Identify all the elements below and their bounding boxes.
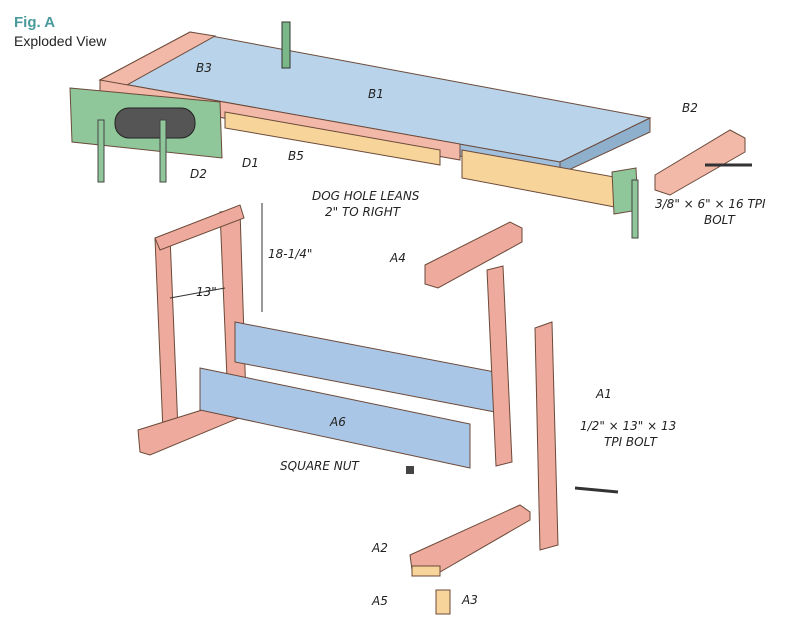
leg-a1: [534, 321, 559, 551]
vise-screw-plate: [114, 107, 196, 139]
left-top-rail: [154, 204, 245, 251]
leg-back-right: [486, 265, 513, 467]
label-a6: A6: [329, 415, 346, 429]
label-small-bolt-2: BOLT: [704, 213, 737, 227]
square-nut: [406, 466, 414, 474]
label-dog-hole-2: 2" TO RIGHT: [325, 205, 402, 219]
label-a3: A3: [461, 593, 478, 607]
large-bolt: [574, 486, 619, 494]
label-height-dim: 18-1/4": [268, 247, 312, 261]
top-rail-a4: [424, 221, 523, 289]
left-leg-front: [154, 235, 179, 433]
label-a5: A5: [371, 594, 388, 608]
label-a4: A4: [389, 251, 406, 265]
label-dog-hole-1: DOG HOLE LEANS: [312, 189, 420, 203]
stretcher-a6: [199, 367, 471, 469]
figure-label: Fig. A: [14, 14, 56, 31]
bench-dog: [281, 21, 291, 69]
pad-a3: [435, 589, 451, 615]
label-a1: A1: [595, 387, 612, 401]
end-cap-b2: [654, 129, 746, 196]
foot-a2: [409, 504, 531, 573]
label-d2: D2: [190, 167, 207, 181]
vise-rod-left: [97, 119, 105, 183]
label-small-bolt-1: 3/8" × 6" × 16 TPI: [655, 197, 766, 211]
figure-subtitle: Exploded View: [14, 33, 107, 49]
label-large-bolt-2: TPI BOLT: [604, 435, 658, 449]
label-d1: D1: [242, 156, 259, 170]
apron-b5: [224, 111, 441, 166]
width-dim-line: [169, 287, 226, 299]
label-b3: B3: [196, 61, 212, 75]
label-a2: A2: [371, 541, 388, 555]
label-square-nut: SQUARE NUT: [280, 459, 361, 473]
label-b2: B2: [682, 101, 698, 115]
label-large-bolt-1: 1/2" × 13" × 13: [580, 419, 676, 433]
vise-rod-right: [159, 119, 167, 183]
label-width-dim: 13": [196, 285, 217, 299]
end-vise-rod: [631, 179, 639, 239]
foot-pad-a5: [411, 565, 441, 577]
label-b5: B5: [288, 149, 304, 163]
label-b1: B1: [368, 87, 384, 101]
